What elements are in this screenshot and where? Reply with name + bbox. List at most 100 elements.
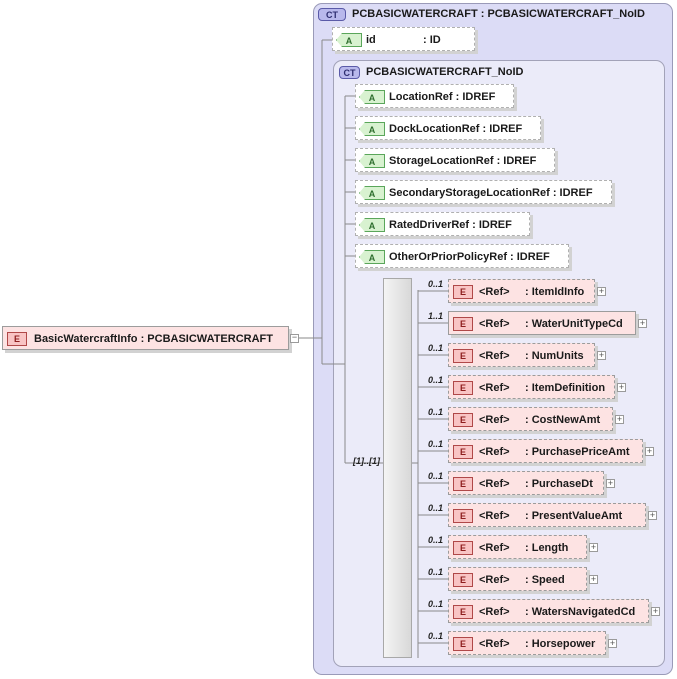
element-ref-label: <Ref> (479, 606, 510, 618)
element-icon: E (453, 541, 473, 555)
element-ref-2[interactable]: E<Ref>: NumUnits (448, 343, 595, 367)
attribute-label: OtherOrPriorPolicyRef : IDREF (389, 251, 550, 263)
expand-icon[interactable]: + (606, 478, 615, 488)
attribute-id-type: : ID (423, 34, 441, 46)
element-occurrence: 0..1 (428, 407, 444, 417)
element-occurrence: 0..1 (428, 535, 444, 545)
attribute-icon: A (359, 250, 385, 264)
expand-icon[interactable]: + (645, 446, 654, 456)
attribute-icon: A (359, 90, 385, 104)
expand-icon[interactable]: + (651, 606, 660, 616)
attribute-icon: A (359, 218, 385, 232)
element-ref-label: <Ref> (479, 446, 510, 458)
attribute-label: LocationRef : IDREF (389, 91, 496, 103)
expand-icon[interactable]: + (648, 510, 657, 520)
element-type-label: : PurchasePriceAmt (525, 446, 630, 458)
attribute-0[interactable]: A LocationRef : IDREF (355, 84, 514, 108)
expand-icon[interactable]: + (617, 382, 626, 392)
element-ref-label: <Ref> (479, 382, 510, 394)
expand-icon[interactable]: + (589, 542, 598, 552)
element-occurrence: 0..1 (428, 343, 444, 353)
attribute-icon: A (336, 33, 362, 47)
element-ref-0[interactable]: E <Ref> : ItemIdInfo (448, 279, 595, 303)
element-type-label: : Horsepower (525, 638, 596, 650)
attribute-3[interactable]: A SecondaryStorageLocationRef : IDREF (355, 180, 612, 204)
attribute-2[interactable]: A StorageLocationRef : IDREF (355, 148, 555, 172)
element-occurrence: 0..1 (428, 567, 444, 577)
attribute-icon: A (359, 154, 385, 168)
sequence-compositor[interactable] (383, 278, 412, 658)
element-type-label: : Speed (525, 574, 565, 586)
element-icon: E (453, 381, 473, 395)
element-icon: E (453, 477, 473, 491)
sequence-occurrence: [1]..[1] (353, 456, 380, 466)
element-icon: E (453, 637, 473, 651)
attribute-label: DockLocationRef : IDREF (389, 123, 523, 135)
root-element-basicwatercraftinfo[interactable]: E BasicWatercraftInfo : PCBASICWATERCRAF… (2, 326, 289, 350)
attribute-id[interactable]: A id : ID (332, 27, 475, 51)
element-type-label: : WaterUnitTypeCd (525, 318, 623, 330)
expand-icon[interactable]: + (615, 414, 624, 424)
attribute-4[interactable]: A RatedDriverRef : IDREF (355, 212, 530, 236)
element-type-label: : ItemIdInfo (525, 286, 585, 298)
element-ref-label: <Ref> (479, 510, 510, 522)
element-ref-9[interactable]: E <Ref> : Speed (448, 567, 587, 591)
expand-icon[interactable]: + (608, 638, 617, 648)
attribute-1[interactable]: A DockLocationRef : IDREF (355, 116, 541, 140)
attribute-id-name: id (366, 34, 376, 46)
element-ref-3[interactable]: E <Ref> : ItemDefinition (448, 375, 615, 399)
element-ref-5[interactable]: E <Ref> : PurchasePriceAmt (448, 439, 643, 463)
element-icon: E (453, 573, 473, 587)
element-type-label: : CostNewAmt (525, 414, 601, 426)
element-icon: E (453, 349, 473, 363)
element-ref-7[interactable]: E <Ref> : PresentValueAmt (448, 503, 646, 527)
expand-icon[interactable]: + (638, 318, 647, 328)
expand-icon[interactable]: + (597, 350, 606, 360)
element-ref-6[interactable]: E <Ref> : PurchaseDt (448, 471, 604, 495)
attribute-5[interactable]: A OtherOrPriorPolicyRef : IDREF (355, 244, 569, 268)
element-ref-label: <Ref> (479, 542, 510, 554)
element-ref-11[interactable]: E <Ref> : Horsepower (448, 631, 606, 655)
element-ref-4[interactable]: E <Ref> : CostNewAmt (448, 407, 613, 431)
attribute-label: RatedDriverRef : IDREF (389, 219, 512, 231)
ct-icon: CT (339, 66, 360, 79)
element-occurrence: 0..1 (428, 599, 444, 609)
element-ref-label: <Ref> (479, 638, 510, 650)
inner-ct-title: PCBASICWATERCRAFT_NoID (366, 66, 524, 78)
element-ref-8[interactable]: E <Ref> : Length (448, 535, 587, 559)
element-type-label: : PurchaseDt (525, 478, 593, 490)
element-icon: E (453, 413, 473, 427)
element-type-label: : ItemDefinition (525, 382, 606, 394)
element-icon: E (453, 317, 473, 331)
element-occurrence: 0..1 (428, 279, 444, 289)
attribute-icon: A (359, 122, 385, 136)
element-occurrence: 1..1 (428, 311, 444, 321)
element-icon: E (7, 332, 27, 346)
element-occurrence: 0..1 (428, 471, 444, 481)
attribute-label: SecondaryStorageLocationRef : IDREF (389, 187, 593, 199)
element-icon: E (453, 285, 473, 299)
element-occurrence: 0..1 (428, 503, 444, 513)
element-occurrence: 0..1 (428, 631, 444, 641)
element-icon: E (453, 509, 473, 523)
element-occurrence: 0..1 (428, 375, 444, 385)
element-ref-label: <Ref> (479, 574, 510, 586)
ct-expanded-icon[interactable]: CT (318, 8, 346, 21)
element-ref-label: <Ref> (479, 286, 510, 298)
attribute-icon: A (359, 186, 385, 200)
element-type-label: : Length (525, 542, 569, 554)
collapse-icon[interactable]: − (290, 332, 299, 343)
outer-ct-title: PCBASICWATERCRAFT : PCBASICWATERCRAFT_No… (352, 8, 645, 20)
element-ref-1[interactable]: E <Ref> : WaterUnitTypeCd (448, 311, 636, 335)
attribute-label: StorageLocationRef : IDREF (389, 155, 537, 167)
expand-icon[interactable]: + (597, 286, 606, 296)
element-icon: E (453, 605, 473, 619)
element-ref-label: <Ref> (479, 478, 510, 490)
element-icon: E (453, 445, 473, 459)
expand-icon[interactable]: + (589, 574, 598, 584)
element-ref-10[interactable]: E<Ref>: WatersNavigatedCd (448, 599, 649, 623)
element-type-label: : PresentValueAmt (525, 510, 623, 522)
element-occurrence: 0..1 (428, 439, 444, 449)
element-ref-label: <Ref> (479, 414, 510, 426)
element-ref-label: <Ref> (479, 318, 510, 330)
